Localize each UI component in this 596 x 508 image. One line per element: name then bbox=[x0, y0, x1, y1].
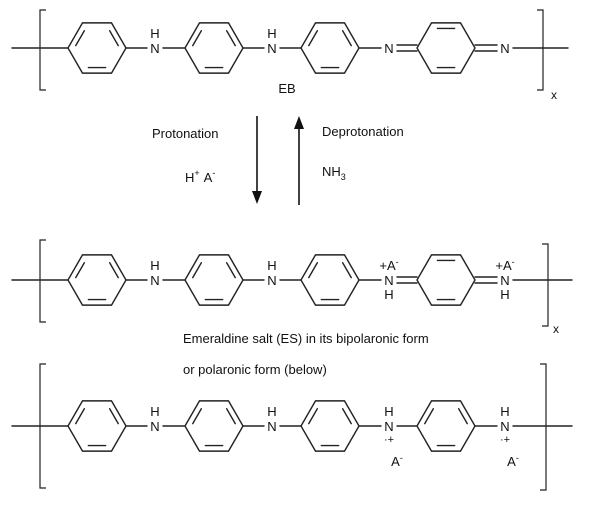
nitrogen-atom: N bbox=[500, 41, 509, 56]
ring-outline bbox=[300, 22, 360, 74]
ring-double-bond bbox=[225, 30, 236, 47]
benzenoid-ring bbox=[67, 400, 127, 452]
ring-double-bond bbox=[225, 262, 236, 279]
ring-outline bbox=[300, 400, 360, 452]
nitrogen-atom: N bbox=[150, 419, 159, 434]
hydrogen-label: H bbox=[267, 258, 276, 273]
protonation-label: Protonation bbox=[152, 126, 219, 141]
ring-double-bond bbox=[424, 408, 435, 425]
nitrogen-atom: N bbox=[500, 419, 509, 434]
repeat-subscript-x: x bbox=[551, 88, 557, 102]
ring-double-bond bbox=[192, 262, 203, 279]
ring-outline bbox=[300, 254, 360, 306]
es-caption: Emeraldine salt (ES) in its bipolaronic … bbox=[183, 331, 429, 346]
ring-outline bbox=[184, 254, 244, 306]
radical-cation-label: ·+ bbox=[384, 434, 394, 446]
ring-double-bond bbox=[308, 30, 319, 47]
right-bracket bbox=[537, 9, 544, 91]
nitrogen-atom: N bbox=[150, 273, 159, 288]
ring-outline bbox=[67, 400, 127, 452]
benzenoid-ring bbox=[67, 254, 127, 306]
right-bracket bbox=[540, 363, 547, 491]
ring-double-bond bbox=[341, 30, 352, 47]
nitrogen-atom: N bbox=[150, 41, 159, 56]
ring-outline bbox=[416, 254, 476, 306]
ammonia-reagent: NH3 bbox=[322, 164, 346, 182]
benzenoid-ring bbox=[184, 22, 244, 74]
benzenoid-ring bbox=[184, 254, 244, 306]
ring-outline bbox=[416, 400, 476, 452]
eb-label: EB bbox=[278, 81, 295, 96]
acid-reagent: H+A- bbox=[185, 168, 215, 185]
nitrogen-atom: N bbox=[267, 419, 276, 434]
hydrogen-label: H bbox=[150, 26, 159, 41]
benzenoid-ring bbox=[416, 400, 476, 452]
counterion-label: A- bbox=[507, 453, 519, 469]
benzenoid-ring bbox=[67, 22, 127, 74]
ring-double-bond bbox=[75, 262, 86, 279]
backward-arrow bbox=[294, 116, 304, 205]
forward-arrow bbox=[252, 116, 262, 204]
ring-double-bond bbox=[108, 408, 119, 425]
quinoid-ring bbox=[416, 22, 476, 74]
ring-double-bond bbox=[108, 30, 119, 47]
counterion-label: +A- bbox=[379, 257, 398, 273]
ring-double-bond bbox=[341, 408, 352, 425]
counterion-label: A- bbox=[391, 453, 403, 469]
ring-double-bond bbox=[192, 30, 203, 47]
bond-group bbox=[11, 276, 573, 284]
nitrogen-atom: N bbox=[267, 273, 276, 288]
benzenoid-ring bbox=[184, 400, 244, 452]
es-caption-line-2: or polaronic form (below) bbox=[183, 362, 327, 377]
counterion-label: +A- bbox=[495, 257, 514, 273]
hydrogen-label: H bbox=[384, 404, 393, 419]
ring-double-bond bbox=[457, 408, 468, 425]
left-bracket bbox=[39, 239, 46, 323]
nitrogen-atom: N bbox=[384, 419, 393, 434]
nitrogen-atom: N bbox=[384, 273, 393, 288]
repeat-subscript-x: x bbox=[553, 322, 559, 336]
ring-double-bond bbox=[308, 262, 319, 279]
ring-double-bond bbox=[225, 408, 236, 425]
right-bracket bbox=[542, 243, 549, 327]
ring-double-bond bbox=[108, 262, 119, 279]
nitrogen-atom: N bbox=[384, 41, 393, 56]
equilibrium-arrows: Protonation Deprotonation H+A- NH3 bbox=[152, 116, 404, 205]
hydrogen-label: H bbox=[500, 404, 509, 419]
ring-outline bbox=[67, 22, 127, 74]
nitrogen-atom: N bbox=[267, 41, 276, 56]
hydrogen-label: H bbox=[267, 404, 276, 419]
hydrogen-label: H bbox=[384, 287, 393, 302]
ring-outline bbox=[416, 22, 476, 74]
hydrogen-label: H bbox=[150, 404, 159, 419]
deprotonation-label: Deprotonation bbox=[322, 124, 404, 139]
ring-double-bond bbox=[341, 262, 352, 279]
radical-cation-label: ·+ bbox=[500, 434, 510, 446]
hydrogen-label: H bbox=[500, 287, 509, 302]
ring-double-bond bbox=[192, 408, 203, 425]
left-bracket bbox=[39, 9, 46, 91]
quinoid-ring bbox=[416, 254, 476, 306]
benzenoid-ring bbox=[300, 400, 360, 452]
ring-outline bbox=[67, 254, 127, 306]
hydrogen-label: H bbox=[150, 258, 159, 273]
ring-double-bond bbox=[75, 30, 86, 47]
ring-double-bond bbox=[308, 408, 319, 425]
benzenoid-ring bbox=[300, 22, 360, 74]
benzenoid-ring bbox=[300, 254, 360, 306]
nitrogen-atom: N bbox=[500, 273, 509, 288]
ring-outline bbox=[184, 400, 244, 452]
hydrogen-label: H bbox=[267, 26, 276, 41]
ring-outline bbox=[184, 22, 244, 74]
bond-group bbox=[11, 44, 569, 52]
ring-double-bond bbox=[75, 408, 86, 425]
